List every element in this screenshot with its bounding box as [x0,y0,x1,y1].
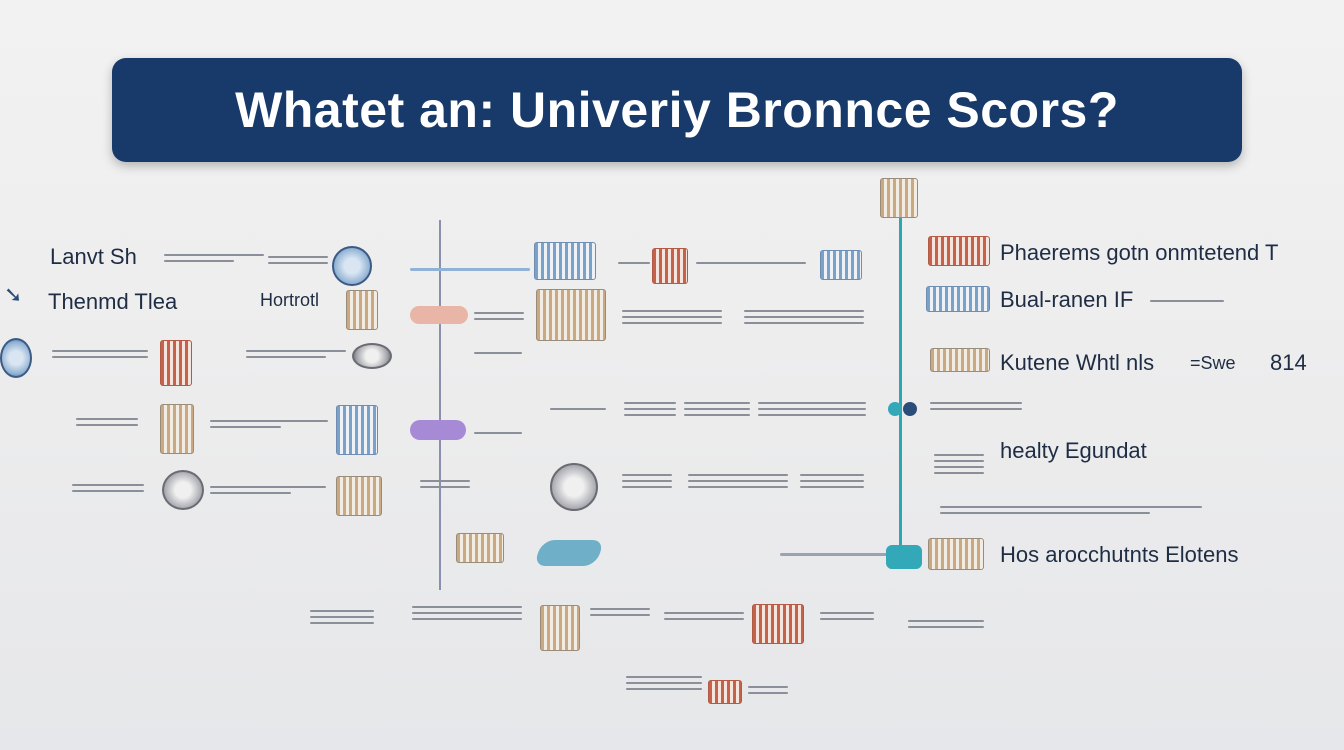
tower-icon [346,290,378,330]
timeline-left-axis [439,220,441,590]
blurred-text [624,402,676,420]
right-label: healty Egundat [1000,438,1147,463]
building-icon [456,533,504,563]
blurred-text [626,676,702,694]
node-pill [886,545,922,569]
blurred-text [934,454,984,478]
building-icon [928,236,990,266]
building-icon [926,286,990,312]
building-icon [540,605,580,651]
connector-line [410,268,530,271]
blurred-text [744,310,864,328]
blurred-text [210,420,328,432]
right-label: Kutene Whtl nls [1000,350,1155,375]
blurred-text [420,480,470,492]
building-icon [820,250,862,280]
university-seal-icon [352,343,392,369]
right-label: Bual-ranen IF [1000,287,1134,312]
building-icon [652,248,688,284]
blurred-text [164,254,264,266]
building-icon [536,289,606,341]
blurred-text [688,474,788,492]
blurred-text [72,484,144,496]
blurred-text [474,432,522,438]
right-label: Hos arocchutnts Elotens [1000,542,1239,567]
university-seal-icon [332,246,372,286]
building-icon [930,348,990,372]
connector-line [780,553,890,556]
blurred-text [684,402,750,420]
right-label: Phaerems gotn onmtetend T [1000,240,1279,265]
blurred-text [622,474,672,492]
blurred-text [696,262,806,268]
blurred-text [748,686,788,698]
blurred-text [1150,300,1224,306]
title-banner: Whatet an: Univeriy Bronnce Scors? [112,58,1242,162]
blurred-text [758,402,866,420]
blurred-text [940,506,1202,518]
blurred-text [800,474,864,492]
building-icon [752,604,804,644]
blurred-text [310,610,374,628]
blurred-text [474,312,524,324]
building-icon [336,476,382,516]
page-title: Whatet an: Univeriy Bronnce Scors? [235,82,1119,138]
building-icon [534,242,596,280]
blurred-text [908,620,984,632]
left-label: Lanvt Sh [50,244,137,269]
university-seal-icon [0,338,32,378]
tower-icon [336,405,378,455]
blurred-text [590,608,650,620]
blurred-text [550,408,606,414]
blurred-text [52,350,148,362]
crest-icon [880,178,918,218]
tower-icon [160,340,192,386]
blurred-text [268,256,328,268]
right-label: 814 [1270,350,1307,375]
node-pill [410,420,466,440]
blurred-text [618,262,650,268]
blurred-text [930,402,1022,414]
blurred-text [210,486,326,498]
building-icon [928,538,984,570]
arrow-icon: ➘ [4,282,23,307]
node-pill [410,306,468,324]
blurred-text [664,612,744,624]
timeline-right-axis [899,180,902,550]
university-seal-icon [162,470,204,510]
blurred-text [76,418,138,430]
blurred-text [412,606,522,624]
university-seal-icon [550,463,598,511]
blurred-text [622,310,722,328]
left-label: Thenmd Tlea [48,289,178,314]
left-label: Hortrotl [260,290,320,310]
blurred-text [246,350,346,362]
node-dot-icon [903,402,917,416]
node-pill [533,540,605,566]
building-icon [708,680,742,704]
right-label: =Swe [1190,353,1236,373]
node-dot-icon [888,402,902,416]
blurred-text [820,612,874,624]
tower-icon [160,404,194,454]
blurred-text [474,352,522,358]
